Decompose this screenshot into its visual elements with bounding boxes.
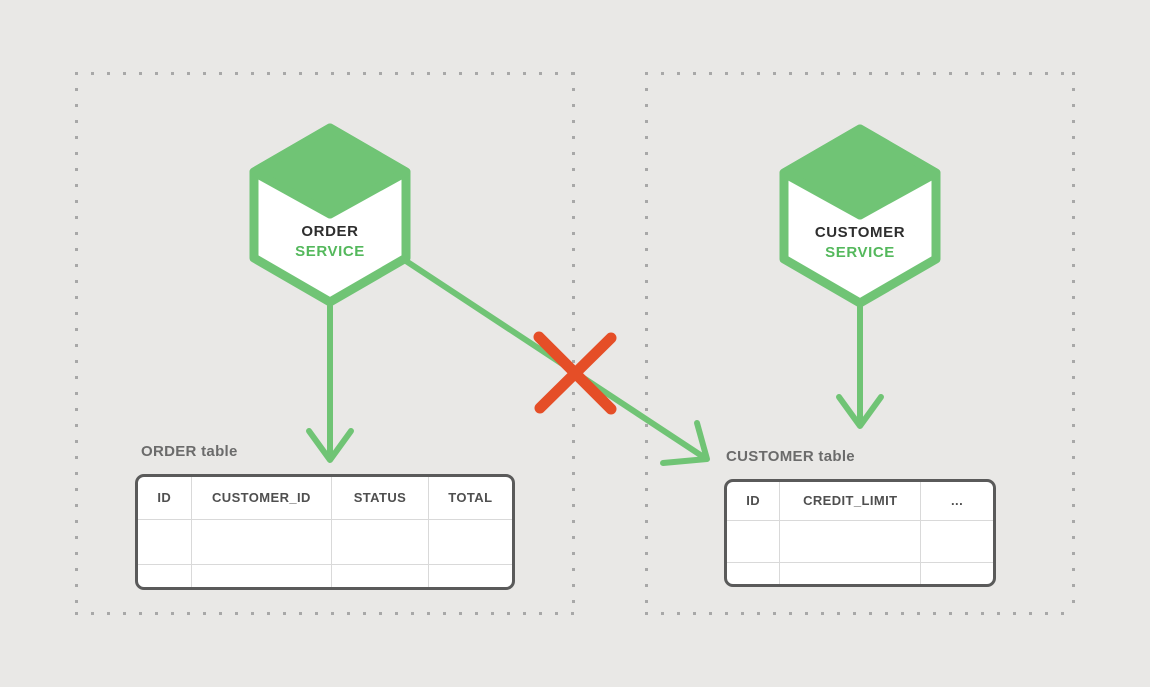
boundary-edge: [75, 72, 78, 615]
boundary-edge: [645, 72, 648, 615]
order-service-boundary: [75, 72, 575, 615]
boundary-edge: [75, 612, 575, 615]
column-header: STATUS: [331, 477, 429, 520]
customer-service-hexagon-icon: [779, 124, 941, 308]
column-header: TOTAL: [428, 477, 512, 520]
customer-table: ID CREDIT_LIMIT ...: [724, 479, 996, 587]
table-row: [727, 562, 993, 584]
order-to-order-table-arrow: [306, 303, 354, 463]
boundary-edge: [645, 612, 1075, 615]
boundary-edge: [572, 72, 575, 615]
customer-to-customer-table-arrow: [836, 303, 884, 429]
order-service-hexagon-icon: [249, 123, 411, 307]
customer-service-boundary: [645, 72, 1075, 615]
forbidden-cross-icon: [533, 331, 617, 415]
order-service-type: SERVICE: [295, 243, 365, 260]
customer-table-header-row: ID CREDIT_LIMIT ...: [727, 482, 993, 521]
order-table: ID CUSTOMER_ID STATUS TOTAL: [135, 474, 515, 590]
column-header: ID: [727, 482, 781, 521]
table-row: [727, 520, 993, 564]
order-table-header-row: ID CUSTOMER_ID STATUS TOTAL: [138, 477, 512, 520]
table-row: [138, 519, 512, 565]
boundary-edge: [645, 72, 1075, 75]
column-header: CUSTOMER_ID: [191, 477, 333, 520]
column-header: ...: [920, 482, 993, 521]
order-service-name: ORDER: [301, 223, 359, 240]
customer-table-label: CUSTOMER table: [726, 448, 855, 465]
customer-service-name: CUSTOMER: [814, 224, 906, 241]
customer-service-type: SERVICE: [825, 244, 895, 261]
table-row: [138, 564, 512, 587]
boundary-edge: [75, 72, 575, 75]
column-header: CREDIT_LIMIT: [779, 482, 922, 521]
column-header: ID: [138, 477, 192, 520]
boundary-edge: [1072, 72, 1075, 615]
order-table-label: ORDER table: [141, 443, 238, 460]
